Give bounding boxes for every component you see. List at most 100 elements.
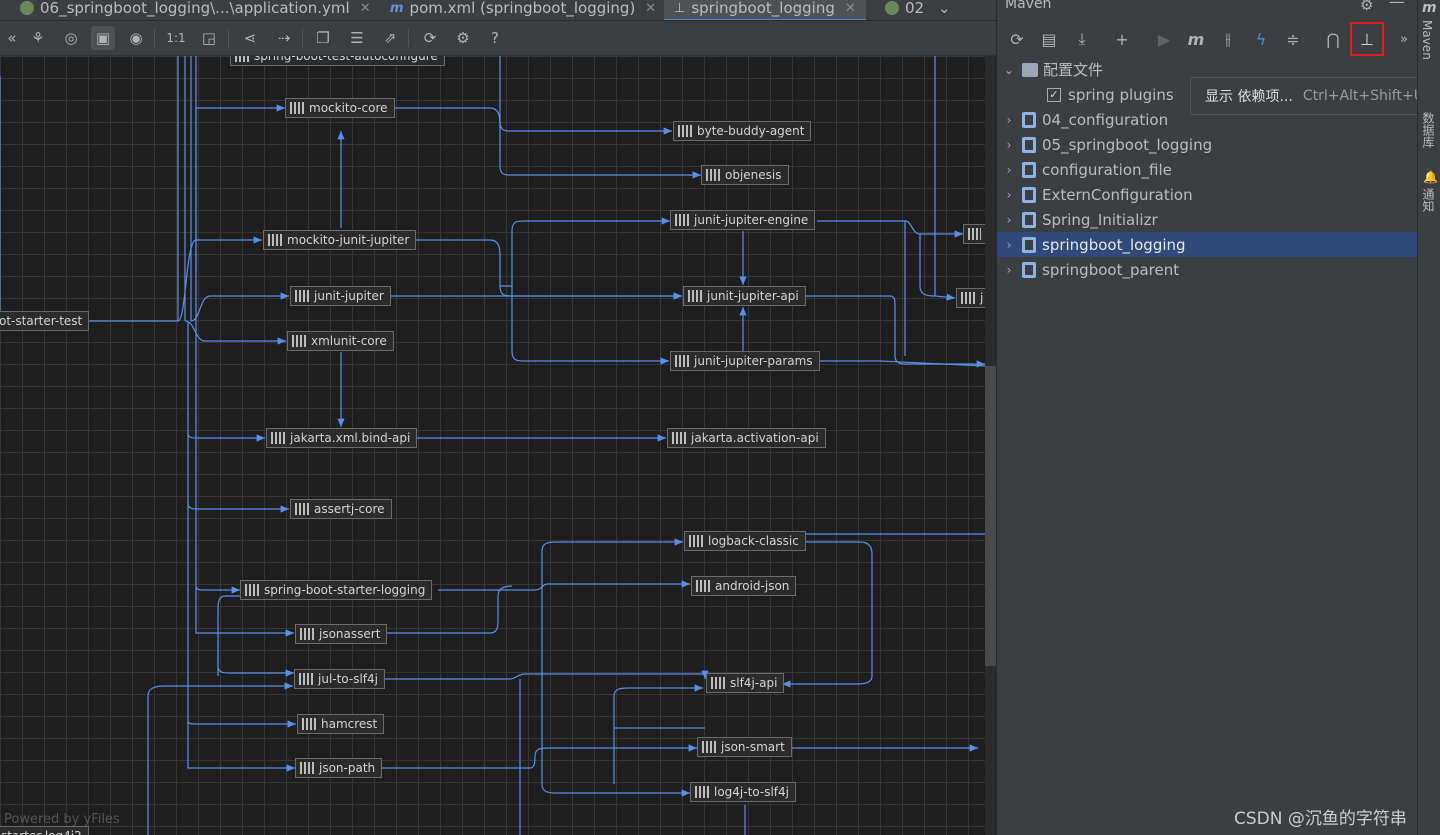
node-junit-jupiter-params[interactable]: junit-jupiter-params xyxy=(670,351,820,371)
node-assertj-core[interactable]: assertj-core xyxy=(290,499,392,519)
strip-maven[interactable]: Maven xyxy=(1420,20,1434,60)
collapse-icon[interactable]: « xyxy=(7,29,17,47)
dependency-diagram-canvas[interactable]: spring-boot-test-autoconfigure mockito-c… xyxy=(0,56,985,835)
focus-icon[interactable]: ◎ xyxy=(64,29,78,47)
analyzer-icon[interactable]: ⋂ xyxy=(1326,29,1340,49)
tree-item-configuration-file[interactable]: › configuration_file xyxy=(997,157,1418,182)
tree-item-springboot-parent[interactable]: › springboot_parent xyxy=(997,257,1418,282)
yml-icon xyxy=(20,1,34,15)
tree-item-spring-initializr[interactable]: › Spring_Initializr xyxy=(997,207,1418,232)
node-slf4j-api[interactable]: slf4j-api xyxy=(706,673,785,693)
node-jakarta-xml-bind-api[interactable]: jakarta.xml.bind-api xyxy=(266,428,418,448)
node-mockito-junit-jupiter[interactable]: mockito-junit-jupiter xyxy=(263,230,417,250)
node-junit-jupiter-api[interactable]: junit-jupiter-api xyxy=(683,286,806,306)
editor-tab-bar: 06_springboot_logging\...\application.ym… xyxy=(0,0,996,21)
actual-size-icon[interactable]: 1:1 xyxy=(166,31,186,45)
chevron-down-icon[interactable]: ⌄ xyxy=(1003,62,1015,77)
generate-sources-icon[interactable]: ▤ xyxy=(1041,29,1057,49)
scrollbar-thumb[interactable] xyxy=(985,366,996,666)
node-partial-right-j[interactable]: j xyxy=(956,288,985,308)
library-icon xyxy=(702,741,716,753)
chevron-right-icon[interactable]: › xyxy=(1006,137,1012,152)
fit-page-icon[interactable]: ◲ xyxy=(201,29,217,47)
tab-pom-xml[interactable]: m pom.xml (springboot_logging) ✕ xyxy=(390,0,656,19)
node-log4j-to-slf4j[interactable]: log4j-to-slf4j xyxy=(690,782,796,802)
download-icon[interactable]: ⤓ xyxy=(1078,29,1086,48)
node-jul-to-slf4j[interactable]: jul-to-slf4j xyxy=(294,669,385,689)
node-hamcrest[interactable]: hamcrest xyxy=(297,714,385,734)
gear-icon[interactable]: ⚙ xyxy=(456,29,470,47)
node-jakarta-activation-api[interactable]: jakarta.activation-api xyxy=(667,428,826,448)
node-json-path[interactable]: json-path xyxy=(295,758,383,778)
node-spring-boot-test-autoconfigure[interactable]: spring-boot-test-autoconfigure xyxy=(230,56,445,66)
maven-project-icon xyxy=(1022,261,1036,278)
chevron-right-icon[interactable]: › xyxy=(1006,237,1012,252)
tree-item-04-configuration[interactable]: › 04_configuration xyxy=(997,107,1418,132)
chevron-right-icon[interactable]: › xyxy=(1006,212,1012,227)
align-icon[interactable]: ☰ xyxy=(350,29,364,47)
maven-m-icon: m xyxy=(390,0,404,16)
node-jsonassert[interactable]: jsonassert xyxy=(295,624,388,644)
chevron-right-icon[interactable]: › xyxy=(1006,162,1012,177)
node-spring-boot-starter-logging[interactable]: spring-boot-starter-logging xyxy=(240,580,433,600)
tabs-dropdown-chevron-icon[interactable]: ⌄ xyxy=(938,0,951,17)
help-icon[interactable]: ? xyxy=(491,29,499,47)
toggle-offline-icon[interactable]: ⫲ xyxy=(1225,29,1231,48)
export-icon[interactable]: ⇗ xyxy=(383,29,397,47)
tab-springboot-logging-diagram[interactable]: ⊥ springboot_logging ✕ xyxy=(664,0,866,20)
tree-item-extern-configuration[interactable]: › ExternConfiguration xyxy=(997,182,1418,207)
maven-m-icon[interactable]: m xyxy=(1422,0,1437,16)
strip-database[interactable]: 数据库 xyxy=(1421,112,1435,148)
add-icon[interactable]: + xyxy=(1115,29,1129,49)
close-icon[interactable]: ✕ xyxy=(844,0,856,16)
tab-application-yml[interactable]: 06_springboot_logging\...\application.ym… xyxy=(20,0,371,19)
node-json-smart[interactable]: json-smart xyxy=(697,737,792,757)
more-icon[interactable]: » xyxy=(1400,31,1408,47)
tree-item-profiles[interactable]: ⌄ 配置文件 xyxy=(997,57,1418,82)
minimize-icon[interactable]: — xyxy=(1389,0,1405,11)
node-objenesis[interactable]: objenesis xyxy=(701,165,789,185)
share-graph-icon[interactable]: ⋖ xyxy=(243,29,257,47)
reload-icon[interactable]: ⟳ xyxy=(1010,29,1024,49)
refresh-icon[interactable]: ⟳ xyxy=(423,29,437,47)
skip-tests-icon[interactable]: ϟ xyxy=(1255,29,1267,49)
node-junit-jupiter-engine[interactable]: junit-jupiter-engine xyxy=(670,210,816,230)
chevron-right-icon[interactable]: › xyxy=(1006,187,1012,202)
tree-item-springboot-logging[interactable]: › springboot_logging xyxy=(997,232,1418,257)
run-icon[interactable]: ▶ xyxy=(1157,29,1171,49)
library-icon xyxy=(290,102,304,114)
node-starter-log4j2[interactable]: starter-log4j2 xyxy=(0,826,89,835)
strip-notifications[interactable]: 通知 xyxy=(1421,188,1435,212)
node-xmlunit-core[interactable]: xmlunit-core xyxy=(287,331,394,351)
tree-item-spring-plugins[interactable]: ✓ spring plugins xyxy=(997,82,1418,107)
eye-icon[interactable]: ◉ xyxy=(129,29,143,47)
bell-icon[interactable]: 🔔 xyxy=(1423,170,1438,184)
library-icon xyxy=(706,169,720,181)
gear-icon[interactable]: ⚙ xyxy=(1360,0,1374,14)
chevron-right-icon[interactable]: › xyxy=(1006,262,1012,277)
diagram-scrollbar[interactable] xyxy=(985,56,996,835)
node-byte-buddy-agent[interactable]: byte-buddy-agent xyxy=(673,121,812,141)
show-dependencies-button[interactable]: ⊥ xyxy=(1350,22,1384,56)
chevron-right-icon[interactable]: › xyxy=(1006,112,1012,127)
node-junit-jupiter[interactable]: junit-jupiter xyxy=(290,286,391,306)
node-logback-classic[interactable]: logback-classic xyxy=(684,531,806,551)
tab-02[interactable]: 02 xyxy=(885,0,924,19)
hierarchy-icon[interactable]: ⚘ xyxy=(31,29,45,47)
node-partial-right[interactable] xyxy=(963,224,985,244)
node-mockito-core[interactable]: mockito-core xyxy=(285,98,395,118)
collapse-all-icon[interactable]: ≑ xyxy=(1286,29,1300,49)
copy-icon[interactable]: ❐ xyxy=(316,29,330,47)
node-starter-test[interactable]: ot-starter-test xyxy=(0,311,90,331)
node-android-json[interactable]: android-json xyxy=(691,576,797,596)
close-icon[interactable]: ✕ xyxy=(645,0,657,16)
maven-goal-icon[interactable]: m xyxy=(1187,29,1205,49)
library-icon xyxy=(300,628,314,640)
close-icon[interactable]: ✕ xyxy=(359,0,371,16)
library-icon xyxy=(689,535,703,547)
checkbox-checked-icon[interactable]: ✓ xyxy=(1047,87,1061,102)
tree-item-05-springboot-logging[interactable]: › 05_springboot_logging xyxy=(997,132,1418,157)
layout-arrow-icon[interactable]: ⇢ xyxy=(277,29,291,47)
library-icon xyxy=(292,335,306,347)
fit-content-icon[interactable]: ▣ xyxy=(91,26,115,50)
